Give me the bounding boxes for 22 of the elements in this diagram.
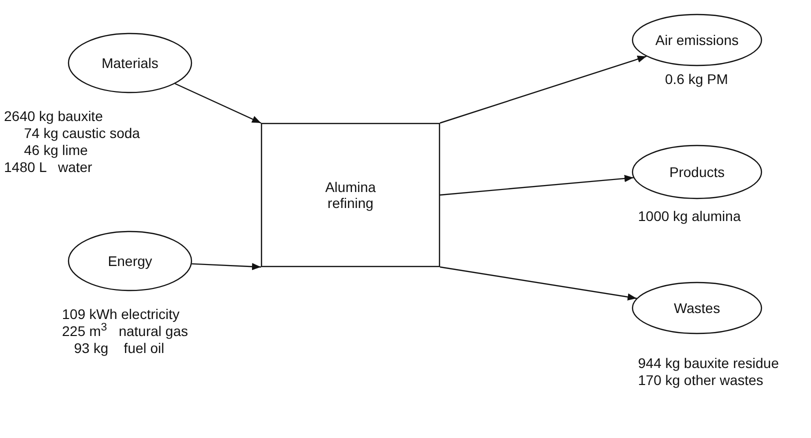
quantity-label: 1480 L water: [4, 159, 92, 176]
quantity-label: 109 kWh electricity: [62, 306, 180, 322]
arrow: [440, 266, 637, 300]
quantity-label: 93 kg fuel oil: [74, 340, 164, 357]
quantity-label: 46 kg lime: [24, 142, 88, 159]
node-label: Products: [669, 164, 725, 180]
node-label: Energy: [108, 253, 152, 269]
quantity-label: 225 m$^{3}$ natural gas: [62, 323, 188, 340]
quantity-label: 74 kg caustic soda: [24, 125, 140, 142]
quantity-label: 2640 kg bauxite: [4, 108, 103, 125]
quantity-label: 0.6 kg PM: [665, 71, 728, 88]
node-label: Materials: [102, 55, 158, 71]
arrow: [440, 174, 634, 196]
quantity-label: 170 kg other wastes: [638, 372, 764, 389]
node-label: Alumina refining: [324, 179, 377, 211]
quantity-label: 944 kg bauxite residue: [638, 355, 779, 372]
arrow: [174, 83, 262, 124]
node-label: Air emissions: [655, 32, 739, 48]
node-label: Wastes: [674, 300, 720, 316]
arrow: [440, 56, 647, 124]
quantity-label: 1000 kg alumina: [638, 208, 741, 225]
arrow: [192, 263, 262, 270]
